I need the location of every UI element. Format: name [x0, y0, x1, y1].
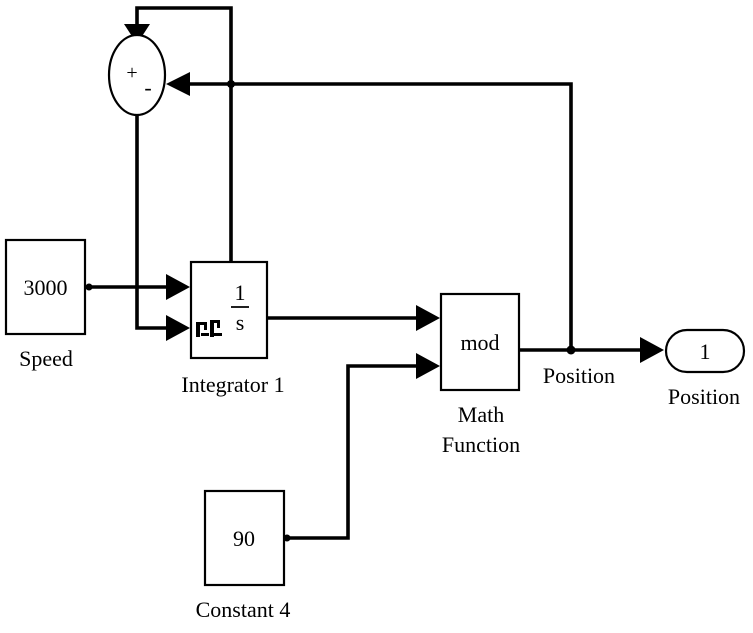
speed-block[interactable] — [4, 238, 87, 336]
constant-label: Constant 4 — [196, 597, 291, 622]
arrowhead-math-in2 — [416, 353, 440, 379]
integrator-numerator: 1 — [235, 280, 246, 305]
integrator-block[interactable] — [189, 260, 269, 360]
wire-position-feedback — [188, 82, 573, 350]
junction-dot-state — [227, 80, 235, 88]
outport-value: 1 — [700, 339, 711, 364]
speed-value: 3000 — [24, 275, 68, 300]
outport-label: Position — [668, 384, 740, 409]
junction-dot-position — [566, 345, 576, 355]
constant-block[interactable] — [203, 489, 286, 587]
wire-integrator-to-sum — [135, 6, 233, 262]
constant-value: 90 — [233, 526, 255, 551]
wire-sum-to-integrator — [135, 114, 168, 330]
arrowhead-math-in1 — [416, 305, 440, 331]
integrator-denominator: s — [236, 310, 245, 335]
arrowhead-integrator-in2 — [166, 315, 190, 341]
arrowhead-sum-minus — [166, 72, 190, 96]
sum-minus-sign: - — [144, 75, 151, 100]
arrowhead-integrator-in1 — [166, 274, 190, 300]
signal-label-position: Position — [543, 363, 615, 388]
math-function-label-line2: Function — [442, 432, 520, 457]
math-function-label-line1: Math — [458, 402, 504, 427]
outport-block[interactable] — [664, 328, 746, 374]
sum-block[interactable] — [107, 33, 167, 117]
junction-dot-constant — [283, 534, 291, 542]
arrowhead-outport — [640, 337, 664, 363]
integrator-reset-icon — [196, 320, 222, 337]
integrator-label: Integrator 1 — [181, 372, 284, 397]
wire-constant-to-math — [284, 364, 418, 540]
speed-label: Speed — [19, 346, 73, 371]
math-function-block[interactable] — [439, 292, 521, 392]
sum-plus-sign: + — [126, 62, 137, 84]
math-function-text: mod — [460, 330, 499, 355]
junction-dot-speed — [85, 283, 93, 291]
